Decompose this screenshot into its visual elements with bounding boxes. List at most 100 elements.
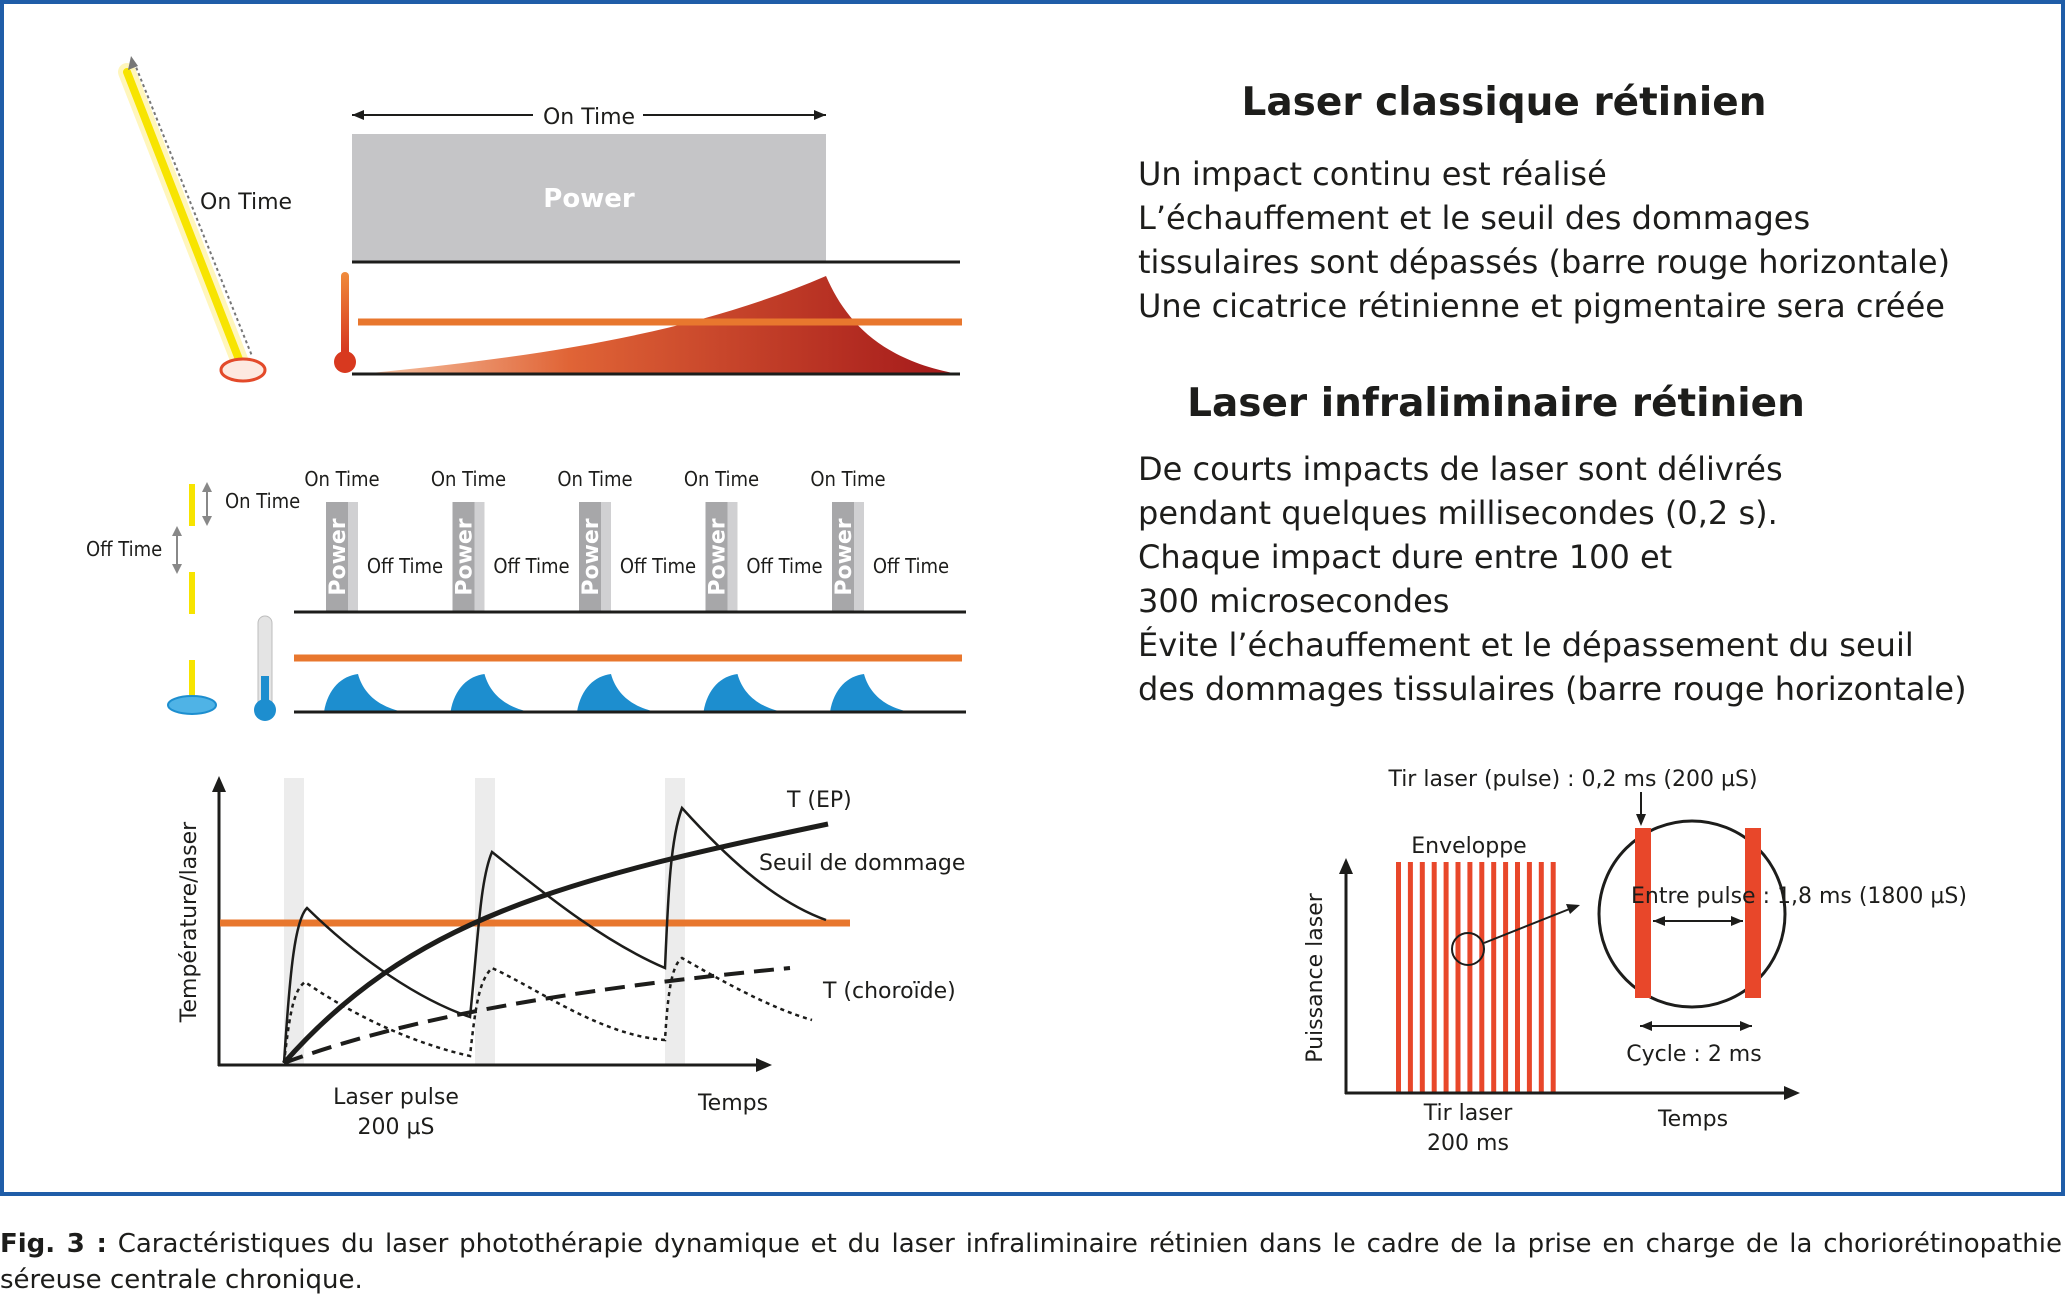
power-pulse-shade-3 [601, 502, 611, 612]
zoom-pointer-head [1566, 904, 1580, 914]
cycle-label: Cycle : 2 ms [1626, 1042, 1761, 1067]
beam-duration-arrow [133, 61, 253, 357]
heat-bump-2 [450, 674, 531, 712]
envelope-bar-6 [1455, 862, 1461, 1092]
thermometer-red-bulb [334, 351, 356, 373]
heat-curve [360, 276, 958, 374]
envelope-bar-5 [1443, 862, 1449, 1092]
pulse-on-time-5: On Time [810, 467, 885, 491]
power-pulse-shade-1 [348, 502, 358, 612]
envelope-bar-7 [1467, 862, 1473, 1092]
tir-laser-label-2: 200 ms [1427, 1131, 1509, 1156]
heat-bump-1 [324, 674, 404, 712]
legend-off-time: Off Time [86, 537, 162, 561]
cycle-arrow-right [1740, 1021, 1752, 1031]
top-panel: On Time On Time Power [118, 56, 962, 383]
power-block-label: Power [543, 184, 635, 214]
right-text: Laser classique rétinien Un impact conti… [1138, 80, 1967, 708]
sub-line-5: Évite l’échauffement et le dépassement d… [1138, 626, 1914, 664]
temperature-chart: Température/laser Temps Laser pulse 200 … [177, 776, 965, 1140]
zoom-pointer [1483, 907, 1573, 944]
envelope-bar-4 [1431, 862, 1437, 1092]
on-time-arrow-left [352, 110, 364, 120]
off-time-arrow-small-up [172, 526, 182, 536]
envelope-bar-13 [1538, 862, 1544, 1092]
classic-line-4: Une cicatrice rétinienne et pigmentaire … [1138, 287, 1945, 325]
envelope-bar-8 [1479, 862, 1485, 1092]
on-time-span-label: On Time [543, 105, 635, 130]
chart-xlabel: Temps [697, 1091, 768, 1116]
t-ep-label: T (EP) [786, 788, 852, 813]
title-subthreshold-laser: Laser infraliminaire rétinien [1187, 381, 1805, 426]
pulse-off-time-4: Off Time [746, 554, 822, 578]
power-pulse-label-2: Power [453, 518, 478, 595]
y-axis-arrow [212, 776, 226, 792]
pulse-label: Tir laser (pulse) : 0,2 ms (200 µS) [1387, 767, 1757, 792]
small-beam-2 [189, 572, 195, 614]
power-pulse-shade-5 [854, 502, 864, 612]
on-time-label-bg [533, 98, 643, 130]
pulse-off-time-1: Off Time [367, 554, 443, 578]
pulse-on-time-2: On Time [431, 467, 506, 491]
power-pulse-label-4: Power [706, 518, 731, 595]
t-choroid-curve [283, 966, 791, 1065]
chart-ylabel: Température/laser [177, 821, 202, 1023]
on-time-arrow-small-down [202, 516, 212, 526]
chart-pulse-label-1: Laser pulse [333, 1085, 459, 1110]
sub-line-4: 300 microsecondes [1138, 582, 1449, 620]
sub-line-3: Chaque impact dure entre 100 et [1138, 538, 1672, 576]
power-x-axis-arrow [1784, 1086, 1800, 1100]
t-ep-curve [282, 821, 829, 1065]
t-choroid-label: T (choroïde) [822, 979, 956, 1004]
heat-bump-5 [830, 674, 910, 712]
beam-arrow-head [128, 56, 138, 70]
between-pulse-arrow-right [1731, 916, 1743, 926]
off-time-arrow-small-down [172, 564, 182, 574]
between-pulse-label: Entre pulse : 1,8 ms (1800 µS) [1631, 884, 1967, 909]
pulse-train-diagram: Tir laser (pulse) : 0,2 ms (200 µS) Enve… [1303, 767, 1967, 1156]
laser-spot-red [219, 357, 267, 383]
small-beam-3 [189, 660, 195, 702]
envelope-bar-10 [1503, 862, 1509, 1092]
pulse-off-time-2: Off Time [493, 554, 569, 578]
envelope-bar-2 [1407, 862, 1413, 1092]
power-xlabel: Temps [1657, 1107, 1728, 1132]
x-axis-arrow [756, 1058, 772, 1072]
chart-pulse-label-2: 200 µS [358, 1115, 435, 1140]
small-beam-1 [189, 484, 195, 526]
thermometer-blue-bulb [254, 699, 276, 721]
zoom-pulse-1 [1635, 828, 1651, 998]
choroid-pulse-curve [282, 956, 813, 1064]
zoom-source-circle [1451, 932, 1485, 966]
envelope-bar-3 [1419, 862, 1425, 1092]
pulse-on-time-4: On Time [684, 467, 759, 491]
power-pulse-shade-2 [474, 502, 485, 612]
envelope-label: Enveloppe [1411, 834, 1526, 859]
pulse-off-time-5: Off Time [873, 554, 949, 578]
between-pulse-arrow-left [1653, 916, 1665, 926]
classic-line-3: tissulaires sont dépassés (barre rouge h… [1138, 243, 1950, 281]
pulse-off-time-3: Off Time [620, 554, 696, 578]
power-y-axis-arrow [1339, 858, 1353, 874]
sub-line-2: pendant quelques millisecondes (0,2 s). [1138, 494, 1778, 532]
caption-text: Caractéristiques du laser photothérapie … [0, 1229, 2062, 1295]
thermometer-red-tube [341, 272, 349, 358]
cycle-arrow-left [1640, 1021, 1652, 1031]
envelope-bar-9 [1491, 862, 1497, 1092]
power-pulse-label-5: Power [832, 518, 857, 595]
classic-line-1: Un impact continu est réalisé [1138, 155, 1607, 193]
power-pulse-label-1: Power [326, 518, 351, 595]
power-block [352, 134, 826, 262]
sub-line-6: des dommages tissulaires (barre rouge ho… [1138, 670, 1967, 708]
frame-border [0, 0, 2065, 1196]
on-time-arrow-right [814, 110, 826, 120]
power-pulse-shade-4 [727, 502, 738, 612]
pulse-on-time-3: On Time [557, 467, 632, 491]
envelope-bars [1396, 862, 1556, 1092]
pulse-temperature-curve [282, 805, 827, 1064]
beam-on-time-label: On Time [200, 190, 292, 215]
figure-caption: Fig. 3 : Caractéristiques du laser photo… [0, 1226, 2062, 1298]
envelope-bar-11 [1515, 862, 1520, 1092]
